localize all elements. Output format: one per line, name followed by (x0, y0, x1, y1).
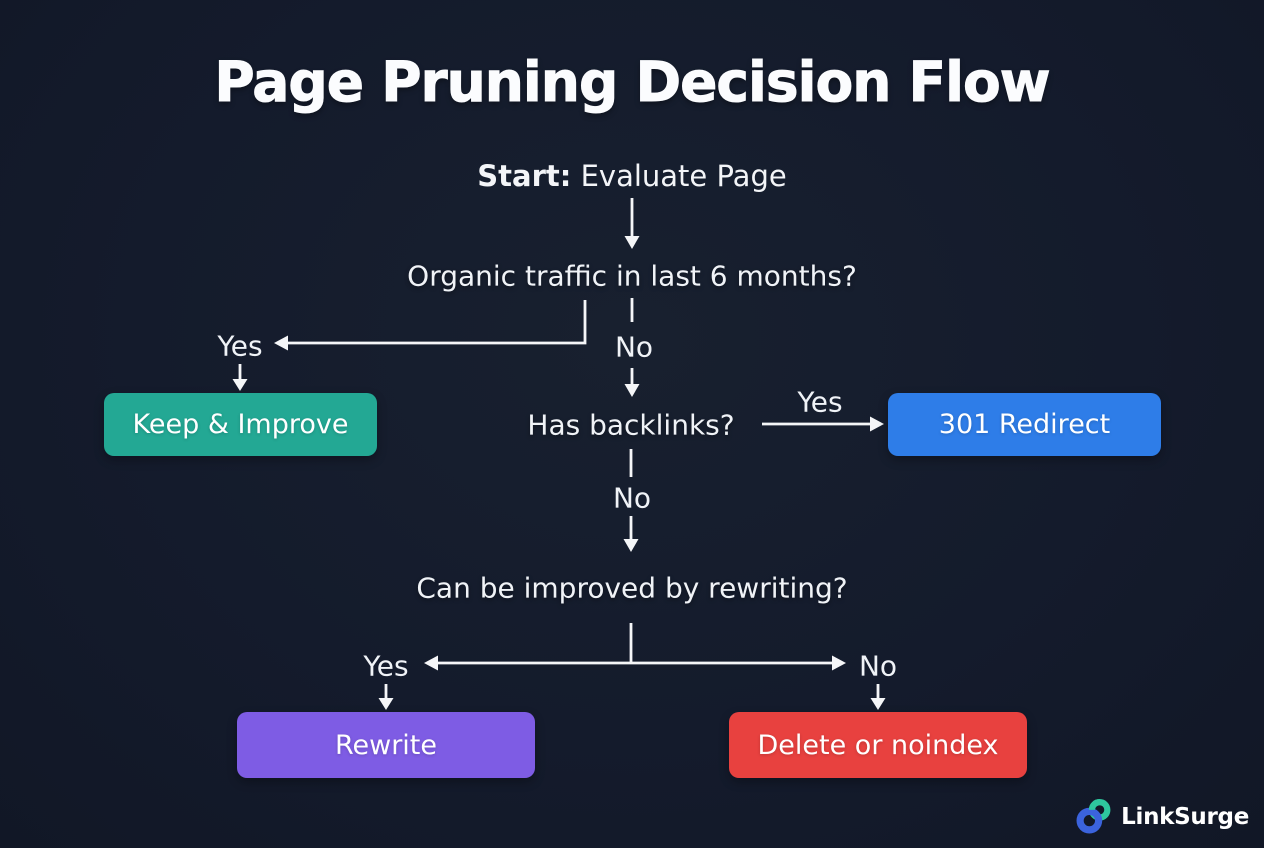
start-text: Evaluate Page (571, 159, 787, 193)
node-delete-noindex: Delete or noindex (729, 712, 1027, 778)
node-rewrite: Rewrite (237, 712, 535, 778)
linksurge-logo: LinkSurge (1076, 798, 1249, 835)
node-301-redirect: 301 Redirect (888, 393, 1161, 456)
link-icon (1076, 799, 1111, 834)
branch-label-q2-yes: Yes (797, 385, 843, 419)
branch-label-q1-yes: Yes (217, 329, 263, 363)
branch-label-q2-no: No (612, 481, 652, 515)
node-rewrite-label: Rewrite (334, 729, 438, 761)
node-start: Start: Evaluate Page (0, 159, 1264, 193)
branch-label-q3-no: No (858, 649, 898, 683)
logo-text: LinkSurge (1121, 803, 1249, 830)
node-keep-improve: Keep & Improve (104, 393, 377, 456)
node-question-can-rewrite: Can be improved by rewriting? (416, 571, 848, 605)
page-title: Page Pruning Decision Flow (214, 50, 1051, 115)
branch-label-q1-no: No (614, 330, 654, 364)
node-question-organic-traffic: Organic traffic in last 6 months? (407, 259, 857, 293)
node-301-redirect-label: 301 Redirect (938, 409, 1111, 440)
branch-label-q3-yes: Yes (363, 649, 409, 683)
node-delete-noindex-label: Delete or noindex (757, 729, 999, 761)
start-label: Start: (477, 159, 572, 193)
node-keep-improve-label: Keep & Improve (132, 409, 349, 440)
node-question-has-backlinks: Has backlinks? (527, 408, 735, 442)
